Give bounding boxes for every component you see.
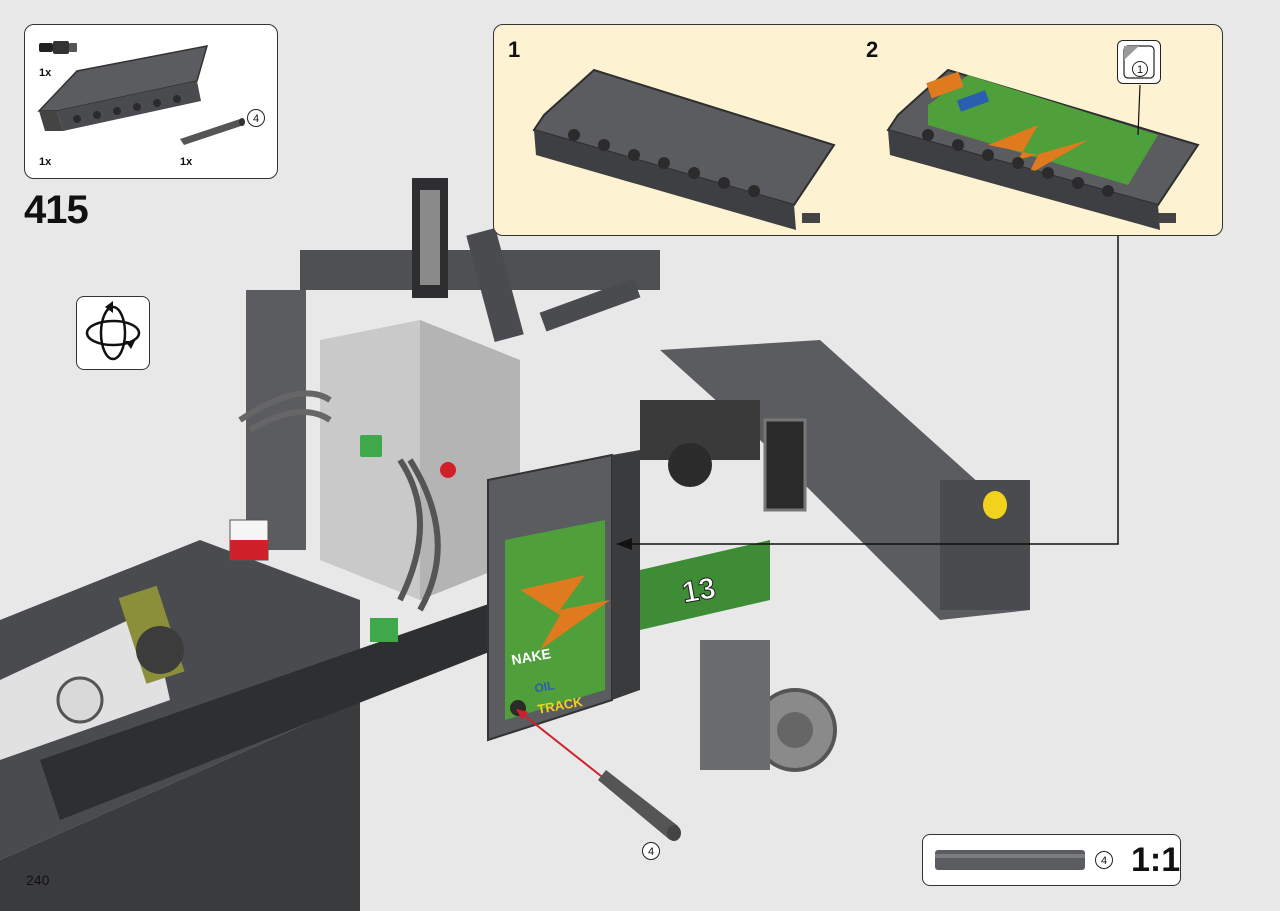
axle-part-length-callout: 4 xyxy=(247,109,265,127)
part-qty-panel: 1x xyxy=(39,156,52,168)
control-hub xyxy=(229,320,520,642)
scale-length-callout: 4 xyxy=(1095,851,1113,869)
sticker-callout: 1 xyxy=(1117,40,1161,84)
substep-2-number: 2 xyxy=(866,37,879,62)
sticker-number: 13 xyxy=(679,572,718,610)
sticker-brand-nake: NAKE xyxy=(510,645,552,668)
upper-frame xyxy=(246,178,660,550)
scale-callout-box: 4 1:1 xyxy=(922,834,1181,886)
chassis-frame xyxy=(0,540,520,911)
part-qty-axle: 1x xyxy=(180,156,193,168)
rear-right-frame xyxy=(640,340,1030,772)
side-sticker: 13 xyxy=(640,540,770,630)
substep-1-number: 1 xyxy=(508,37,521,62)
rotate-model-icon-box xyxy=(76,296,150,370)
scale-ratio: 1:1 xyxy=(1131,841,1181,879)
page-number: 240 xyxy=(26,872,50,888)
parts-list-box: 1x 1x 4 1x xyxy=(24,24,278,179)
sticker-number-badge: 1 xyxy=(1132,61,1148,77)
part-qty-connector: 1x xyxy=(39,67,52,79)
sticker-brand-oil: OIL xyxy=(533,678,555,695)
rotate-model-icon xyxy=(85,301,141,361)
substeps-callout-box: 1 2 xyxy=(493,24,1223,236)
callout-pointer-line xyxy=(616,236,1119,550)
panel-plate-part xyxy=(37,45,209,131)
substep-1-panel xyxy=(532,68,836,230)
substep-2-panel xyxy=(886,68,1200,230)
target-panel: NAKE OIL TRACK xyxy=(487,450,640,742)
sticker-pointer-line xyxy=(1136,84,1141,139)
axle-length-callout: 4 xyxy=(642,842,660,860)
connector-pin-part xyxy=(39,41,77,54)
axle-part xyxy=(180,118,245,145)
axle-scale-icon xyxy=(935,850,1085,870)
axle-insertion xyxy=(516,709,681,841)
step-number: 415 xyxy=(24,188,89,232)
